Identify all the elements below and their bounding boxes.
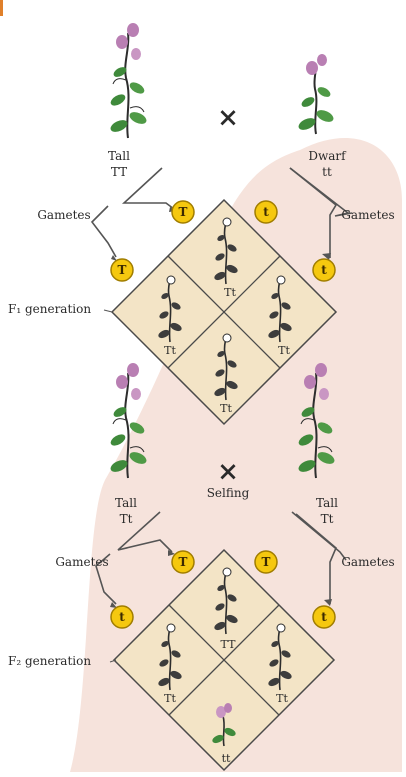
generation-label-f2: F₂ generation xyxy=(8,654,91,668)
gametes-label-left: Gametes xyxy=(55,555,108,569)
svg-text:t: t xyxy=(263,205,269,219)
gamete-circle-icon: T xyxy=(111,259,133,281)
svg-text:T: T xyxy=(262,555,271,569)
cross-icon: × xyxy=(217,457,239,487)
gametes-label-right: Gametes xyxy=(341,555,394,569)
parent-left-genotype: TT xyxy=(111,165,127,179)
svg-text:T: T xyxy=(179,555,188,569)
parent-right-phenotype: Dwarf xyxy=(308,149,347,163)
gametes-label-left: Gametes xyxy=(37,208,90,222)
gamete-circle-icon: T xyxy=(172,551,194,573)
offspring-genotype: Tt xyxy=(164,692,176,705)
generation-label-f1: F₁ generation xyxy=(8,302,91,316)
pea-plant-icon xyxy=(109,23,149,138)
parent-left-phenotype: Tall xyxy=(115,496,137,510)
gamete-circle-icon: t xyxy=(313,259,335,281)
parent-right-genotype: tt xyxy=(322,165,332,179)
gamete-circle-icon: T xyxy=(172,201,194,223)
offspring-genotype: TT xyxy=(221,638,237,651)
svg-text:t: t xyxy=(119,610,125,624)
svg-text:T: T xyxy=(179,205,188,219)
cross-icon: × xyxy=(217,103,239,133)
pea-plant-icon xyxy=(297,54,336,134)
offspring-genotype: tt xyxy=(222,752,231,765)
gamete-circle-icon: T xyxy=(255,551,277,573)
offspring-genotype: Tt xyxy=(278,344,290,357)
selfing-label: Selfing xyxy=(207,486,250,500)
parent-right-phenotype: Tall xyxy=(316,496,338,510)
gamete-circle-icon: t xyxy=(255,201,277,223)
offspring-genotype: Tt xyxy=(220,402,232,415)
gamete-circle-icon: t xyxy=(313,606,335,628)
parent-left-genotype: Tt xyxy=(120,512,133,526)
svg-text:T: T xyxy=(118,263,127,277)
svg-text:t: t xyxy=(321,263,327,277)
offspring-genotype: Tt xyxy=(164,344,176,357)
offspring-genotype: Tt xyxy=(224,286,236,299)
parent-left-phenotype: Tall xyxy=(108,149,130,163)
gamete-circle-icon: t xyxy=(111,606,133,628)
gametes-label-right: Gametes xyxy=(341,208,394,222)
parent-right-genotype: Tt xyxy=(321,512,334,526)
corner-mark xyxy=(0,0,3,16)
offspring-genotype: Tt xyxy=(276,692,288,705)
svg-text:t: t xyxy=(321,610,327,624)
